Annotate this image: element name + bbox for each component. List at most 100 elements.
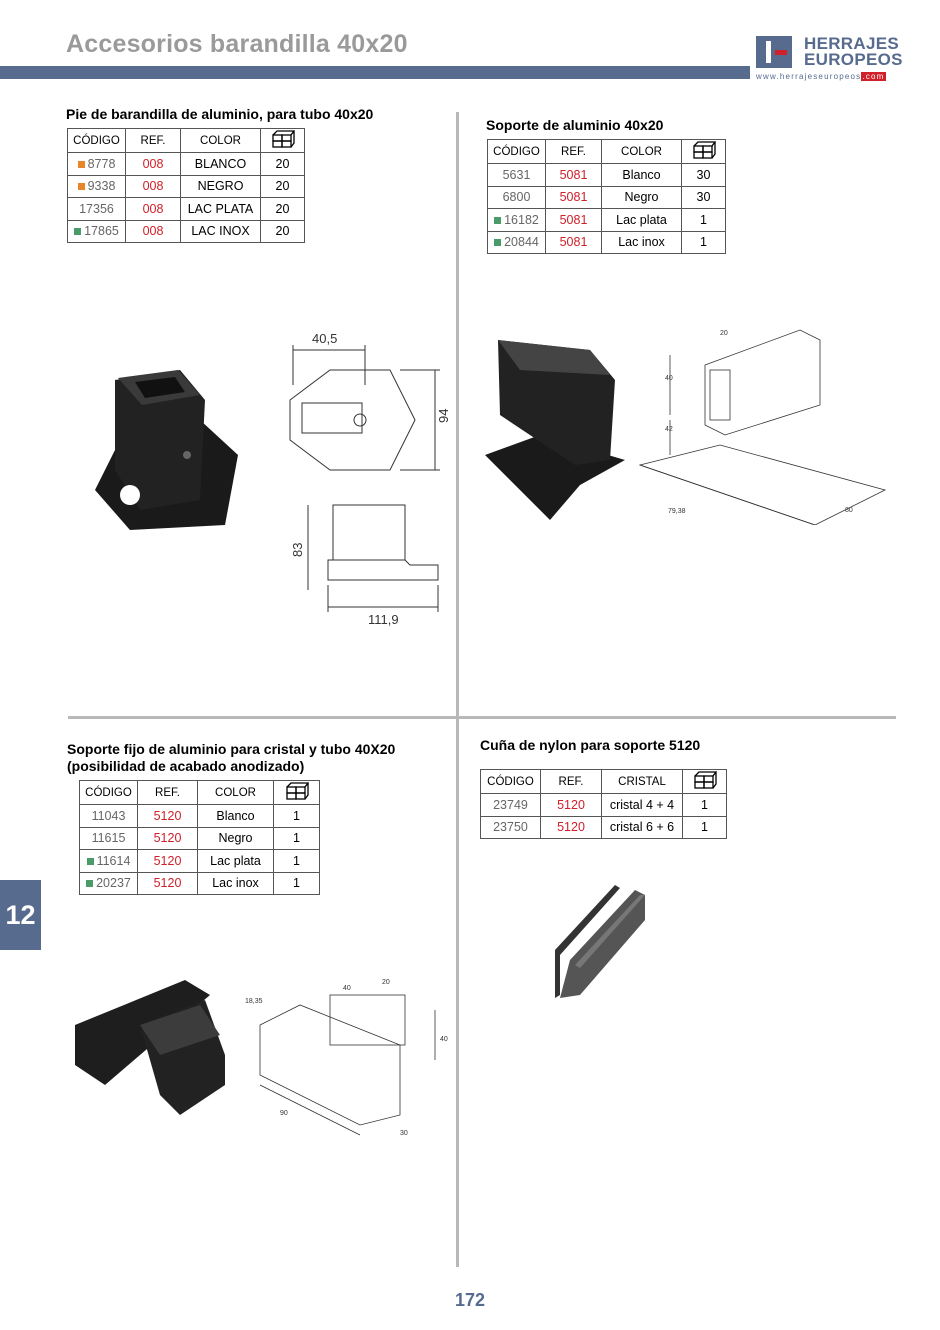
finish-marker-icon [494,239,502,247]
divider-horizontal [68,716,896,719]
table-row: 5631 5081 Blanco 30 [487,163,726,187]
color-cell: Lac inox [601,230,682,254]
dimension-label: 83 [290,543,305,557]
finish-marker-icon [86,857,94,865]
quantity-cell: 1 [681,208,726,232]
color-cell: NEGRO [180,174,261,198]
logo-url: www.herrajeseuropeos.com [756,72,886,81]
package-quantity-icon [260,128,305,153]
code-cell: 5631 [487,163,546,187]
table-row: 11615 5120 Negro 1 [79,826,320,850]
logo-mark-icon [756,36,792,68]
table-row: 8778 008 BLANCO 20 [67,152,305,176]
product-photo-pie-barandilla [95,370,238,530]
column-header: REF. [545,139,602,164]
finish-marker-icon [77,183,85,191]
section-title: Soporte fijo de aluminio para cristal y … [67,741,396,757]
column-header: CRISTAL [601,769,683,794]
brand-logo: HERRAJES EUROPEOS www.herrajeseuropeos.c… [756,34,902,84]
dimension-label: 40 [343,985,351,992]
dimension-label: 20 [720,330,728,337]
table-row: 11043 5120 Blanco 1 [79,804,320,828]
code-cell: 23750 [480,815,541,839]
ref-cell: 008 [125,152,181,176]
ref-cell: 5120 [137,871,198,895]
column-header: REF. [137,780,198,805]
color-cell: Lac inox [197,871,274,895]
column-header: COLOR [180,128,261,153]
column-header: CÓDIGO [67,128,126,153]
quantity-cell: 1 [273,826,320,850]
column-header: REF. [125,128,181,153]
code-cell: 8778 [67,152,126,176]
section-title: Cuña de nylon para soporte 5120 [480,737,701,753]
technical-drawing-soporte-fijo: 18,35 40 20 40 90 30 [245,979,448,1137]
column-header: COLOR [601,139,682,164]
code-cell: 6800 [487,185,546,209]
quantity-cell: 1 [681,230,726,254]
ref-cell: 008 [125,174,181,198]
quantity-cell: 1 [273,804,320,828]
dimension-label: 94 [436,409,451,423]
quantity-cell: 30 [681,163,726,187]
divider-vertical [456,112,459,1267]
dimension-label: 79,38 [668,508,686,515]
column-header: COLOR [197,780,274,805]
quantity-cell: 20 [260,219,305,243]
color-cell: Lac plata [197,849,274,873]
dimension-label: 90 [280,1110,288,1117]
dimension-label: 40 [440,1036,448,1043]
ref-cell: 5081 [545,163,602,187]
product-photo-soporte-aluminio [485,340,625,520]
ref-cell: 5120 [137,849,198,873]
product-photo-soporte-fijo [75,980,225,1115]
ref-cell: 008 [125,197,181,221]
package-quantity-icon [682,769,727,794]
color-cell: Blanco [601,163,682,187]
quantity-cell: 30 [681,185,726,209]
table-row: 17356 008 LAC PLATA 20 [67,197,305,221]
section-title: Soporte de aluminio 40x20 [486,117,664,133]
table-row: 16182 5081 Lac plata 1 [487,208,726,232]
color-cell: Negro [197,826,274,850]
dimension-label: 40 [665,375,673,382]
code-cell: 17356 [67,197,126,221]
product-photo-cuna-nylon [555,885,645,998]
code-cell: 17865 [67,219,126,243]
dimension-label: 111,9 [368,612,399,627]
table-row: 20844 5081 Lac inox 1 [487,230,726,254]
dimension-label: 20 [382,979,390,986]
page-number: 172 [454,1290,486,1310]
table-row: 23749 5120 cristal 4 + 4 1 [480,793,727,817]
color-cell: cristal 6 + 6 [601,815,683,839]
logo-text-1: HERRAJES [804,34,899,53]
dimension-label: 42 [665,426,673,433]
ref-cell: 5081 [545,230,602,254]
dimension-label: 80 [845,507,853,514]
column-header: CÓDIGO [487,139,546,164]
code-cell: 23749 [480,793,541,817]
section-subtitle: (posibilidad de acabado anodizado) [67,758,305,774]
color-cell: BLANCO [180,152,261,176]
table-row: 9338 008 NEGRO 20 [67,174,305,198]
finish-marker-icon [494,216,502,224]
logo-text-2: EUROPEOS [804,50,903,69]
table-row: 6800 5081 Negro 30 [487,185,726,209]
ref-cell: 5081 [545,208,602,232]
quantity-cell: 20 [260,174,305,198]
color-cell: Negro [601,185,682,209]
ref-cell: 008 [125,219,181,243]
dimension-label: 30 [400,1130,408,1137]
finish-marker-icon [74,228,82,236]
code-cell: 20844 [487,230,546,254]
ref-cell: 5120 [540,815,602,839]
technical-drawing-pie: 40,5 94 83 111,9 [289,331,451,627]
quantity-cell: 1 [682,815,727,839]
quantity-cell: 1 [682,793,727,817]
package-quantity-icon [681,139,726,164]
quantity-cell: 1 [273,871,320,895]
package-quantity-icon [273,780,320,805]
